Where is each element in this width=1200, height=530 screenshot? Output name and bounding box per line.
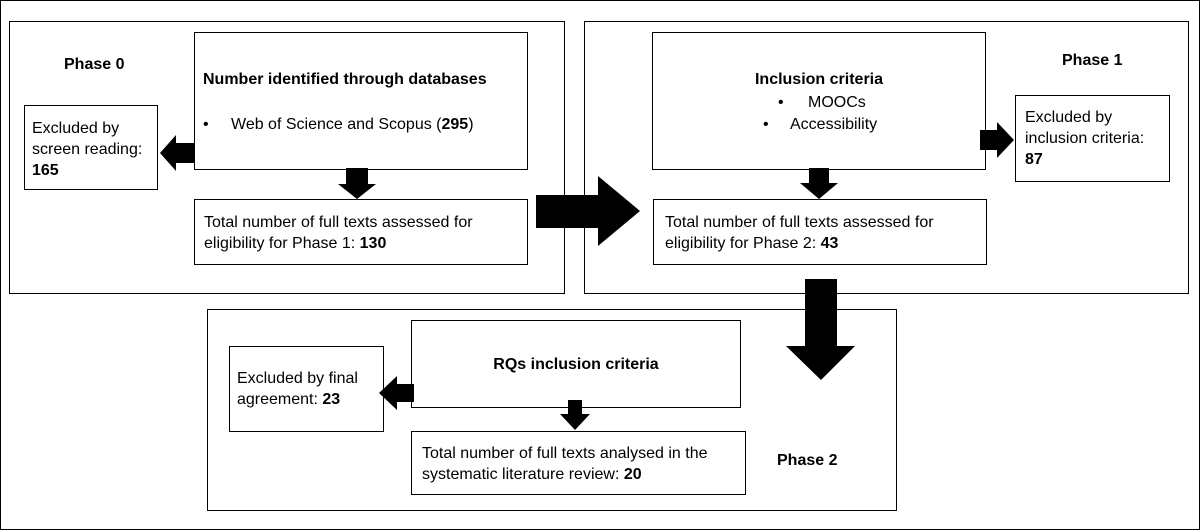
phase-1-assessed-box: Total number of full texts assessed for …	[653, 199, 987, 265]
phase-2-excluded-box: Excluded by final agreement: 23	[229, 346, 384, 432]
phase-1-excluded-line2: inclusion criteria:	[1025, 130, 1145, 147]
source-item-count: 295	[441, 116, 469, 133]
phase-1-criteria-title: Inclusion criteria	[754, 71, 884, 88]
phase-0-source-item: • Web of Science and Scopus (295)	[203, 114, 474, 135]
phase-2-analysed-line1: Total number of full texts analysed in t…	[422, 445, 708, 462]
phase-1-criteria-box: Inclusion criteria • MOOCs • Accessibili…	[652, 32, 986, 170]
phase-2-excluded-line2: agreement:	[237, 391, 323, 408]
phase-1-excluded-count: 87	[1025, 151, 1043, 168]
phase-1-criteria-item: • MOOCs	[778, 92, 866, 113]
phase-2-excluded-line1: Excluded by final	[237, 370, 358, 387]
phase-0-assessed-line2: eligibility for Phase 1:	[204, 235, 360, 252]
criteria-item-label: Accessibility	[790, 116, 878, 133]
phase-0-excluded-line2: screen reading:	[32, 141, 143, 158]
source-item-close: )	[468, 116, 474, 133]
phase-0-assessed-count: 130	[359, 235, 387, 252]
phase-2-analysed-line2: systematic literature review:	[422, 466, 624, 483]
phase-1-assessed-line1: Total number of full texts assessed for	[665, 214, 934, 231]
phase-0-source-box: Number identified through databases • We…	[194, 32, 528, 170]
phase-2-criteria-box: RQs inclusion criteria	[411, 320, 741, 408]
bullet-icon: •	[203, 116, 209, 133]
phase-0-label: Phase 0	[64, 56, 125, 73]
phase-2-label: Phase 2	[777, 452, 838, 469]
source-item-text: Web of Science and Scopus (	[231, 116, 442, 133]
phase-1-criteria-item: • Accessibility	[763, 114, 877, 135]
phase-0-source-title: Number identified through databases	[203, 71, 487, 88]
phase-1-excluded-box: Excluded by inclusion criteria: 87	[1015, 95, 1170, 182]
phase-0-excluded-box: Excluded by screen reading: 165	[24, 105, 158, 190]
phase-2-excluded-count: 23	[322, 391, 341, 408]
phase-2-analysed-box: Total number of full texts analysed in t…	[411, 431, 746, 495]
phase-2-analysed-count: 20	[623, 466, 642, 483]
bullet-icon: •	[763, 116, 769, 133]
phase-1-label: Phase 1	[1062, 52, 1123, 69]
criteria-item-label: MOOCs	[808, 94, 866, 111]
phase-1-assessed-line2: eligibility for Phase 2:	[665, 235, 821, 252]
phase-0-excluded-count: 165	[32, 162, 59, 179]
phase-0-assessed-box: Total number of full texts assessed for …	[194, 199, 528, 265]
phase-1-assessed-count: 43	[820, 235, 839, 252]
phase-2-criteria-title: RQs inclusion criteria	[493, 356, 659, 373]
bullet-icon: •	[778, 94, 784, 111]
phase-0-excluded-line1: Excluded by	[32, 120, 120, 137]
phase-1-excluded-line1: Excluded by	[1025, 109, 1113, 126]
phase-0-assessed-line1: Total number of full texts assessed for	[204, 214, 473, 231]
